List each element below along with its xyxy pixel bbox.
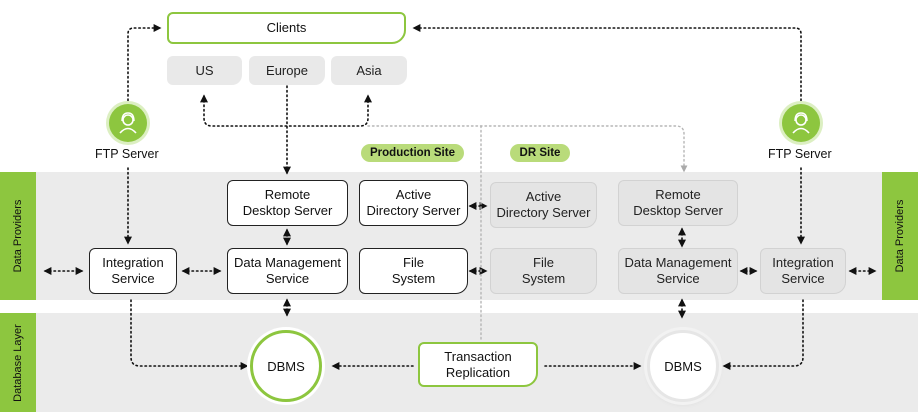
active-directory-server-dr: Active Directory Server xyxy=(490,182,597,228)
data-providers-label-left: Data Providers xyxy=(0,172,36,300)
dr-site-pill: DR Site xyxy=(510,144,570,162)
data-management-service-dr: Data Management Service xyxy=(618,248,738,294)
file-system-dr: File System xyxy=(490,248,597,294)
ftp-server-label-left: FTP Server xyxy=(95,147,159,161)
clients-box: Clients xyxy=(167,12,406,44)
regions-connector xyxy=(200,94,372,127)
active-directory-server-prod: Active Directory Server xyxy=(359,180,468,226)
region-us: US xyxy=(167,56,242,85)
region-asia: Asia xyxy=(331,56,407,85)
integration-service-dr: Integration Service xyxy=(760,248,846,294)
integration-service-prod: Integration Service xyxy=(89,248,177,294)
ftp-right-to-clients xyxy=(412,24,802,106)
ftp-server-icon-right xyxy=(782,104,820,142)
ftp-server-icon-left xyxy=(109,104,147,142)
dbms-dr: DBMS xyxy=(647,330,719,402)
ftp-server-label-right: FTP Server xyxy=(768,147,832,161)
production-site-pill: Production Site xyxy=(361,144,464,162)
data-providers-label-right: Data Providers xyxy=(882,172,918,300)
integration-to-dbms-prod xyxy=(130,299,249,370)
database-layer-label: Database Layer xyxy=(0,313,36,412)
integration-to-dbms-dr xyxy=(722,299,804,370)
dbms-prod: DBMS xyxy=(250,330,322,402)
file-system-prod: File System xyxy=(359,248,468,294)
region-europe: Europe xyxy=(249,56,325,85)
data-management-service-prod: Data Management Service xyxy=(227,248,348,294)
remote-desktop-server-prod: Remote Desktop Server xyxy=(227,180,348,226)
ftp-left-to-clients xyxy=(127,24,162,106)
remote-desktop-server-dr: Remote Desktop Server xyxy=(618,180,738,226)
transaction-replication-box: Transaction Replication xyxy=(418,342,538,387)
clients-to-dr-remote-desktop xyxy=(367,125,688,173)
